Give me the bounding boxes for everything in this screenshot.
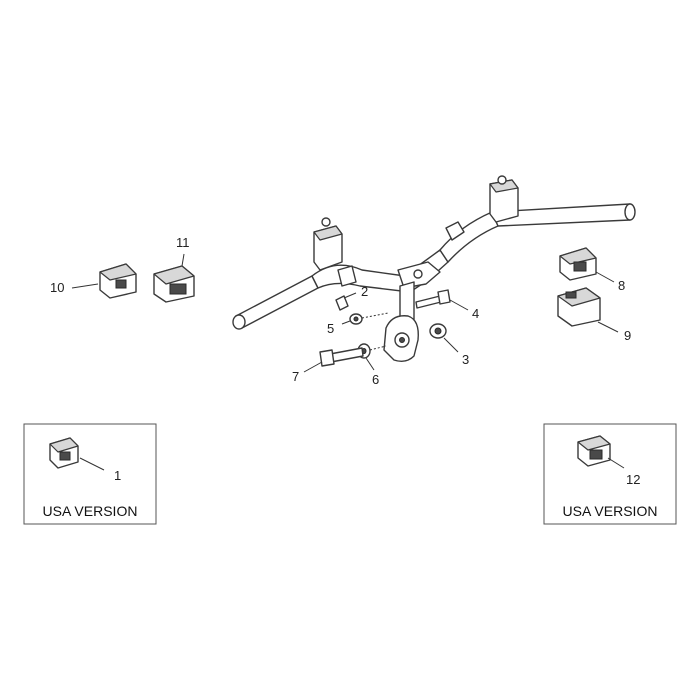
inset-box-left xyxy=(23,423,157,525)
part-4-bolt xyxy=(415,289,469,311)
inset-box-right xyxy=(543,423,677,525)
part-3-nut xyxy=(429,323,459,353)
callout-9: 9 xyxy=(624,328,631,343)
part-7-bolt xyxy=(303,345,387,373)
inset-left-label: USA VERSION xyxy=(43,503,138,519)
callout-7: 7 xyxy=(292,369,299,384)
callout-3: 3 xyxy=(462,352,469,367)
part-2-screw xyxy=(335,292,357,311)
callout-11: 11 xyxy=(176,235,190,250)
inset-right-label: USA VERSION xyxy=(563,503,658,519)
callout-1: 1 xyxy=(114,468,121,483)
part-5-nut xyxy=(341,312,389,325)
callout-6: 6 xyxy=(372,372,379,387)
part-9-switch xyxy=(557,287,619,333)
callout-5: 5 xyxy=(327,321,334,336)
part-1-switch xyxy=(49,437,105,471)
part-12-switch xyxy=(577,435,625,469)
stem-bracket xyxy=(383,281,419,363)
callout-4: 4 xyxy=(472,306,479,321)
part-8-switch xyxy=(559,247,615,283)
part-11-switch xyxy=(153,253,195,303)
part-10-switch xyxy=(71,263,137,299)
callout-8: 8 xyxy=(618,278,625,293)
callout-10: 10 xyxy=(50,280,64,295)
callout-12: 12 xyxy=(626,472,640,487)
callout-2: 2 xyxy=(361,284,368,299)
